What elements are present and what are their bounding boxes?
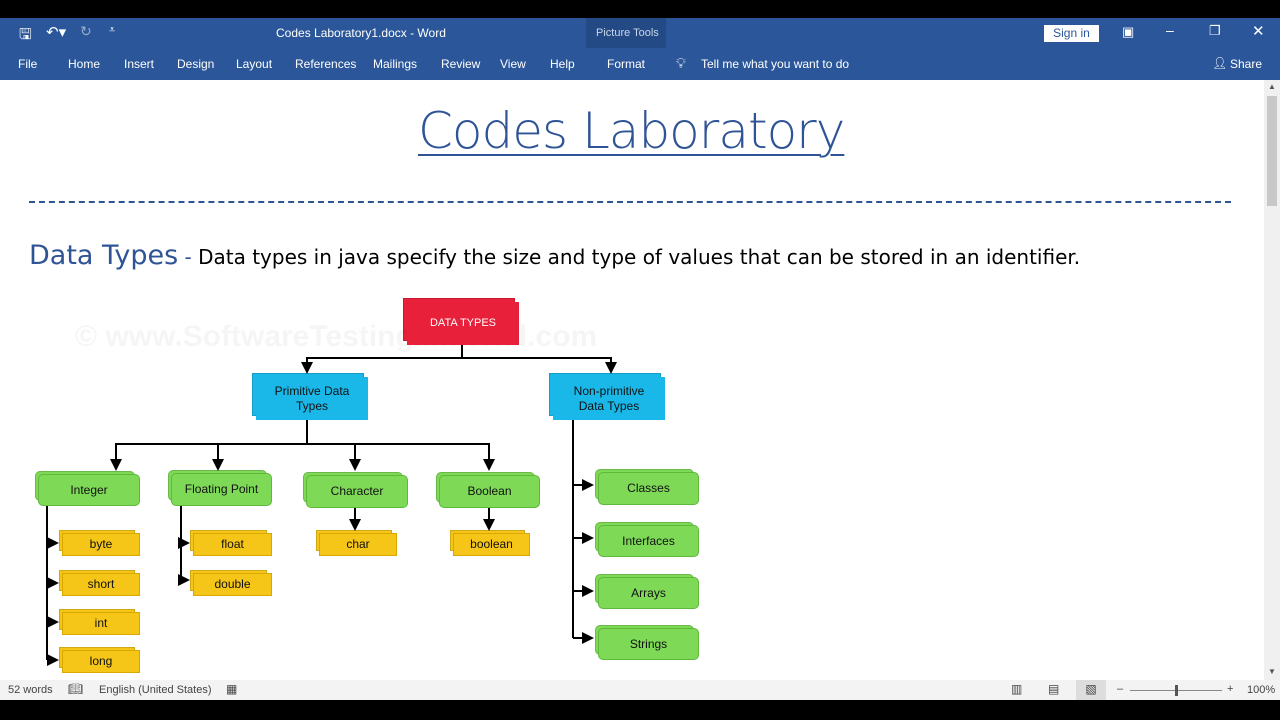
- node-integer[interactable]: Integer: [35, 471, 140, 506]
- tab-review[interactable]: Review: [441, 57, 481, 71]
- node-classes[interactable]: Classes: [595, 469, 699, 505]
- section-heading: Data Types - Data types in java specify …: [29, 240, 1080, 271]
- document-title: Codes Laboratory: [418, 102, 845, 160]
- node-character[interactable]: Character: [303, 472, 408, 508]
- lightbulb-icon: 💡︎: [676, 55, 686, 71]
- node-arrays[interactable]: Arrays: [595, 574, 699, 609]
- node-boolean[interactable]: Boolean: [436, 472, 540, 508]
- close-icon[interactable]: ✕: [1252, 23, 1265, 40]
- macro-icon[interactable]: ▦: [226, 682, 238, 696]
- node-data-types[interactable]: DATA TYPES: [403, 298, 519, 345]
- node-byte[interactable]: byte: [59, 530, 140, 556]
- node-int[interactable]: int: [59, 609, 140, 635]
- tab-format[interactable]: Format: [607, 57, 646, 71]
- tab-references[interactable]: References: [295, 57, 357, 71]
- diagram-connectors: [46, 345, 1264, 666]
- language[interactable]: English (United States): [99, 684, 212, 696]
- screen-top-edge: [0, 0, 1280, 18]
- node-primitive[interactable]: Primitive Data Types: [252, 373, 368, 420]
- data-types-diagram[interactable]: © www.SoftwareTestingMaterial.com DATA T…: [0, 80, 1264, 680]
- tab-insert[interactable]: Insert: [124, 57, 155, 71]
- heading-description: Data types in java specify the size and …: [198, 245, 1081, 269]
- restore-icon[interactable]: ❐: [1209, 23, 1221, 38]
- tab-view[interactable]: View: [500, 57, 526, 71]
- node-long[interactable]: long: [59, 647, 140, 673]
- node-non-primitive[interactable]: Non-primitive Data Types: [549, 373, 665, 420]
- tab-file[interactable]: File: [18, 57, 38, 71]
- tab-design[interactable]: Design: [177, 57, 215, 71]
- tab-help[interactable]: Help: [550, 57, 575, 71]
- tab-mailings[interactable]: Mailings: [373, 57, 418, 71]
- tab-layout[interactable]: Layout: [236, 57, 273, 71]
- zoom-in-button[interactable]: +: [1227, 683, 1234, 695]
- scroll-down-icon[interactable]: ▼: [1268, 667, 1276, 676]
- node-char[interactable]: char: [316, 530, 397, 556]
- proofing-icon[interactable]: 📖︎: [68, 682, 84, 696]
- ribbon-tabs: File Home Insert Design Layout Reference…: [0, 48, 1280, 80]
- read-mode-icon[interactable]: ▥: [1011, 682, 1023, 696]
- node-boolean-primitive[interactable]: boolean: [450, 530, 530, 556]
- node-double[interactable]: double: [190, 570, 272, 596]
- node-strings[interactable]: Strings: [595, 625, 699, 660]
- node-floating-point[interactable]: Floating Point: [168, 470, 272, 506]
- ribbon-display-icon[interactable]: ▣: [1122, 24, 1135, 39]
- redo-icon[interactable]: ↻: [80, 23, 92, 39]
- node-short[interactable]: short: [59, 570, 140, 596]
- document-page[interactable]: Codes Laboratory Data Types - Data types…: [0, 80, 1264, 680]
- customize-icon[interactable]: ⩡: [109, 24, 116, 36]
- dashed-divider: [29, 201, 1231, 203]
- node-interfaces[interactable]: Interfaces: [595, 522, 699, 557]
- window-title: Codes Laboratory1.docx - Word: [276, 26, 446, 40]
- tell-me-input[interactable]: Tell me what you want to do: [701, 57, 850, 71]
- zoom-level[interactable]: 100%: [1247, 684, 1276, 696]
- heading-separator: -: [178, 245, 199, 269]
- minimize-icon[interactable]: –: [1166, 22, 1174, 38]
- scroll-thumb[interactable]: [1267, 96, 1277, 206]
- zoom-slider-thumb[interactable]: [1175, 685, 1178, 696]
- vertical-scrollbar[interactable]: ▲ ▼: [1264, 80, 1280, 680]
- share-icon[interactable]: 👤︎: [1212, 56, 1228, 70]
- undo-icon[interactable]: ↶▾: [46, 24, 67, 41]
- print-layout-icon[interactable]: ▤: [1048, 682, 1060, 696]
- sign-in-button[interactable]: Sign in: [1044, 25, 1099, 42]
- heading-text: Data Types: [29, 240, 179, 271]
- share-button[interactable]: Share: [1230, 57, 1263, 71]
- tab-home[interactable]: Home: [68, 57, 101, 71]
- status-bar: 52 words 📖︎ English (United States) ▦ ▥ …: [0, 680, 1280, 700]
- node-float[interactable]: float: [190, 530, 272, 556]
- zoom-out-button[interactable]: –: [1117, 683, 1124, 695]
- web-layout-icon[interactable]: ▧: [1076, 680, 1106, 700]
- save-icon[interactable]: 🖫: [19, 26, 32, 43]
- word-count[interactable]: 52 words: [8, 684, 53, 696]
- picture-tools-label: Picture Tools: [596, 27, 659, 39]
- scroll-up-icon[interactable]: ▲: [1268, 82, 1276, 91]
